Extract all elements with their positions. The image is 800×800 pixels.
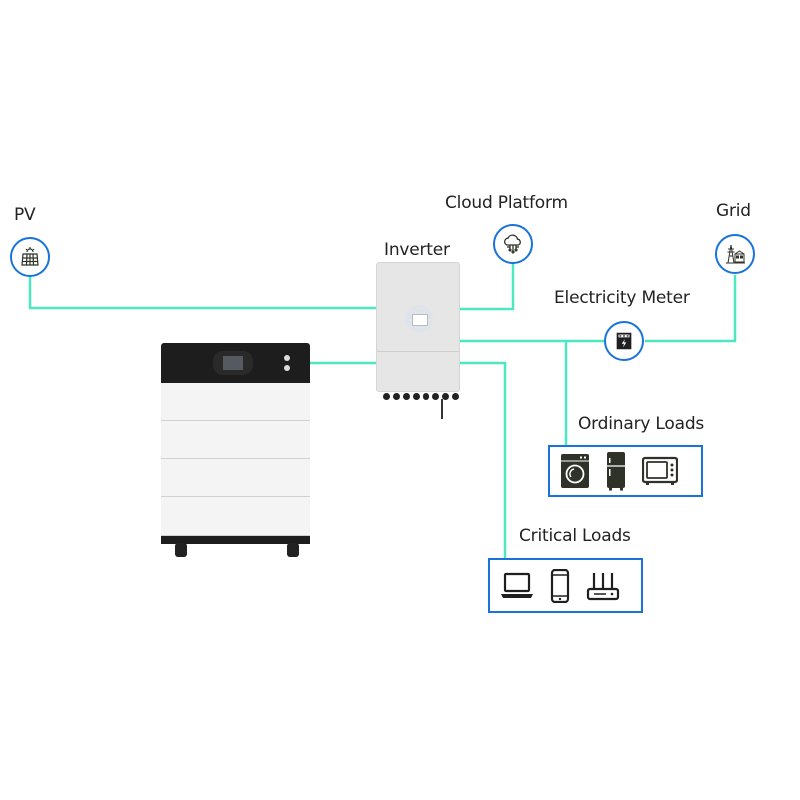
- cloud-platform-label: Cloud Platform: [445, 193, 568, 213]
- grid-node: [715, 234, 755, 274]
- battery-base: [161, 536, 310, 544]
- inverter-unit: [376, 262, 460, 419]
- wire-pv-inverter: [28, 277, 376, 310]
- pv-label: PV: [14, 205, 36, 225]
- inverter-cable: [441, 399, 443, 419]
- battery-control-module: [161, 343, 310, 383]
- wire-cloud-inverter: [460, 263, 515, 311]
- inverter-label: Inverter: [384, 240, 450, 260]
- battery-module: [161, 383, 310, 421]
- laptop-icon: [501, 572, 533, 598]
- microwave-icon: [642, 456, 678, 485]
- washing-machine-icon: [561, 454, 589, 488]
- pv-node: [10, 237, 50, 277]
- wire-inverter-critical: [460, 361, 507, 558]
- router-icon: [586, 572, 620, 600]
- battery-screen: [213, 351, 253, 375]
- cloud-platform-node: [493, 224, 533, 264]
- battery-wheel: [175, 543, 187, 557]
- electricity-meter-node: [604, 321, 644, 361]
- critical-loads-box: [488, 558, 643, 613]
- ordinary-loads-box: [548, 445, 703, 497]
- electric-meter-icon: [616, 332, 632, 350]
- battery-button: [284, 355, 290, 361]
- battery-module: [161, 459, 310, 497]
- power-tower-icon: [726, 244, 745, 264]
- smartphone-icon: [550, 568, 570, 603]
- inverter-screen: [412, 314, 428, 326]
- inverter-ports: [383, 393, 459, 403]
- critical-loads-label: Critical Loads: [519, 526, 631, 546]
- battery-module: [161, 421, 310, 459]
- battery-module: [161, 497, 310, 536]
- wire-meter-grid: [645, 275, 737, 343]
- battery-wheel: [287, 543, 299, 557]
- cloud-network-icon: [504, 234, 521, 254]
- battery-stack: [161, 343, 310, 557]
- refrigerator-icon: [607, 452, 625, 491]
- electricity-meter-label: Electricity Meter: [554, 288, 690, 308]
- grid-label: Grid: [716, 201, 751, 221]
- inverter-divider: [377, 351, 459, 352]
- ordinary-loads-label: Ordinary Loads: [578, 414, 705, 434]
- battery-button: [284, 365, 290, 371]
- solar-panel-icon: [21, 247, 39, 266]
